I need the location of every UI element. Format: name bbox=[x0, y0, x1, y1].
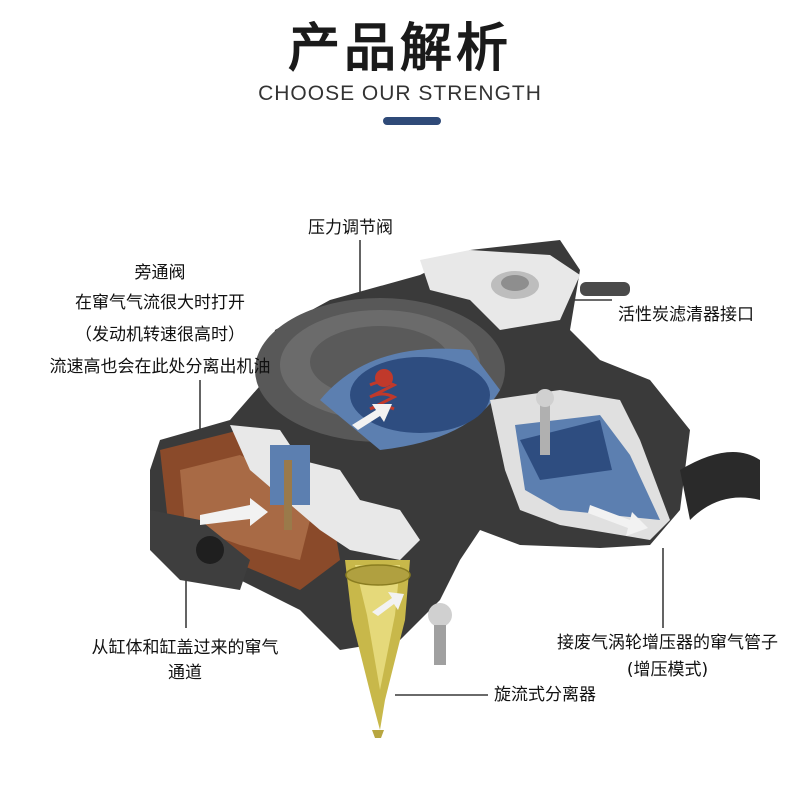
page-title: 产品解析 bbox=[287, 19, 512, 79]
flow-arrow-icon bbox=[200, 404, 648, 616]
page-subtitle: CHOOSE OUR STRENGTH bbox=[258, 82, 542, 105]
label-bypass-valve: 旁通阀 bbox=[134, 263, 186, 283]
label-bypass-line1: 在窜气气流很大时打开 bbox=[75, 293, 245, 313]
screw-icon bbox=[540, 395, 550, 455]
title-accent-bar bbox=[383, 117, 441, 125]
label-bypass-line2: （发动机转速很高时） bbox=[75, 325, 245, 345]
spring-icon bbox=[369, 380, 398, 411]
label-cyclone: 旋流式分离器 bbox=[494, 685, 596, 705]
valve-disk bbox=[375, 369, 393, 387]
label-turbo-line1: 接废气涡轮增压器的窜气管子 bbox=[557, 633, 778, 653]
turbo-hose bbox=[680, 452, 760, 520]
label-bypass-line3: 流速高也会在此处分离出机油 bbox=[49, 357, 271, 377]
bypass-screw bbox=[284, 460, 292, 530]
label-inlet-line1: 从缸体和缸盖过来的窜气 bbox=[91, 638, 279, 658]
screw-icon-2 bbox=[428, 603, 452, 627]
carbon-port-fitting bbox=[580, 282, 630, 296]
label-turbo-line2: (增压模式) bbox=[626, 660, 709, 680]
label-pressure-valve: 压力调节阀 bbox=[308, 218, 393, 238]
label-carbon-port: 活性炭滤清器接口 bbox=[618, 305, 754, 325]
label-inlet-line2: 通道 bbox=[168, 663, 202, 683]
